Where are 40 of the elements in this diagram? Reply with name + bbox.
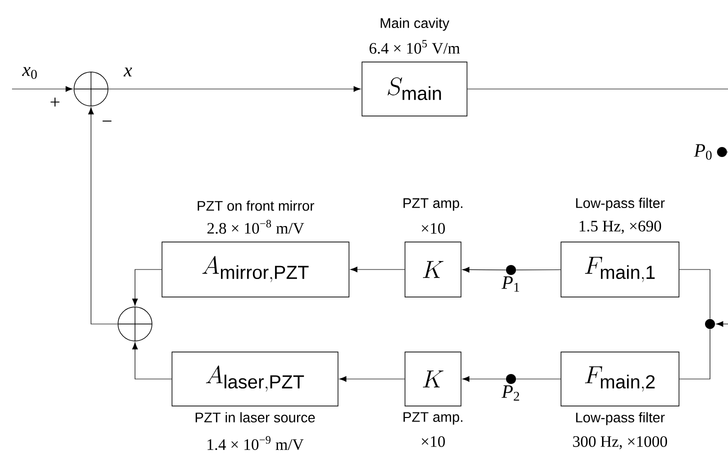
arrow	[88, 107, 118, 324]
point-label: P$_{0}$	[694, 144, 712, 160]
signal-label: −	[102, 120, 112, 122]
block-box: $K$	[404, 242, 462, 298]
parameter-text: 1.4 × 10$^{−9}$ m/V	[208, 436, 304, 450]
parameter-text: 300 Hz, ×1000	[573, 436, 668, 450]
heading: Low-pass filter	[576, 412, 665, 426]
arrow	[350, 266, 405, 272]
arrow	[462, 376, 506, 382]
heading: Main cavity	[380, 18, 450, 31]
arrow	[12, 86, 73, 92]
heading: PZT amp.	[404, 412, 462, 425]
block-box: $A_{\mathrm{laser,PZT}}$	[172, 352, 338, 406]
block-box: $A_{\mathrm{mirror,PZT}}$	[162, 242, 350, 298]
point-label: P$_{1}$	[502, 276, 520, 292]
arrow	[462, 266, 506, 272]
parameter-text: 6.4 × 10$^{5}$ V/m	[370, 40, 460, 54]
signal-label: +	[50, 98, 60, 106]
arrow	[339, 376, 405, 382]
heading: PZT in laser source	[196, 412, 315, 422]
summing-junction	[74, 72, 108, 106]
parameter-text: 2.8 × 10$^{−8}$ m/V	[207, 220, 304, 234]
parameter-text: ×10	[422, 436, 445, 447]
signal-label: x	[124, 68, 132, 76]
parameter-text: 1.5 Hz, ×690	[580, 220, 662, 234]
point-label: P$_{2}$	[502, 385, 520, 401]
heading: Low-pass filter	[576, 198, 665, 211]
block-box: $F_{\mathrm{main,1}}$	[560, 242, 680, 298]
heading: PZT amp.	[404, 198, 462, 211]
signal-label: x$_{0}$	[22, 67, 37, 79]
block-box: $K$	[404, 352, 462, 406]
arrow	[132, 269, 162, 306]
arrow	[108, 86, 361, 92]
heading: PZT on front mirror	[198, 200, 314, 211]
arrow	[716, 321, 728, 327]
block-box: $S_{\mathrm{main}}$	[362, 62, 468, 116]
parameter-text: ×10	[422, 223, 445, 234]
summing-junction	[118, 306, 152, 342]
block-box: $F_{\mathrm{main,2}}$	[560, 352, 680, 406]
arrow	[132, 342, 172, 380]
